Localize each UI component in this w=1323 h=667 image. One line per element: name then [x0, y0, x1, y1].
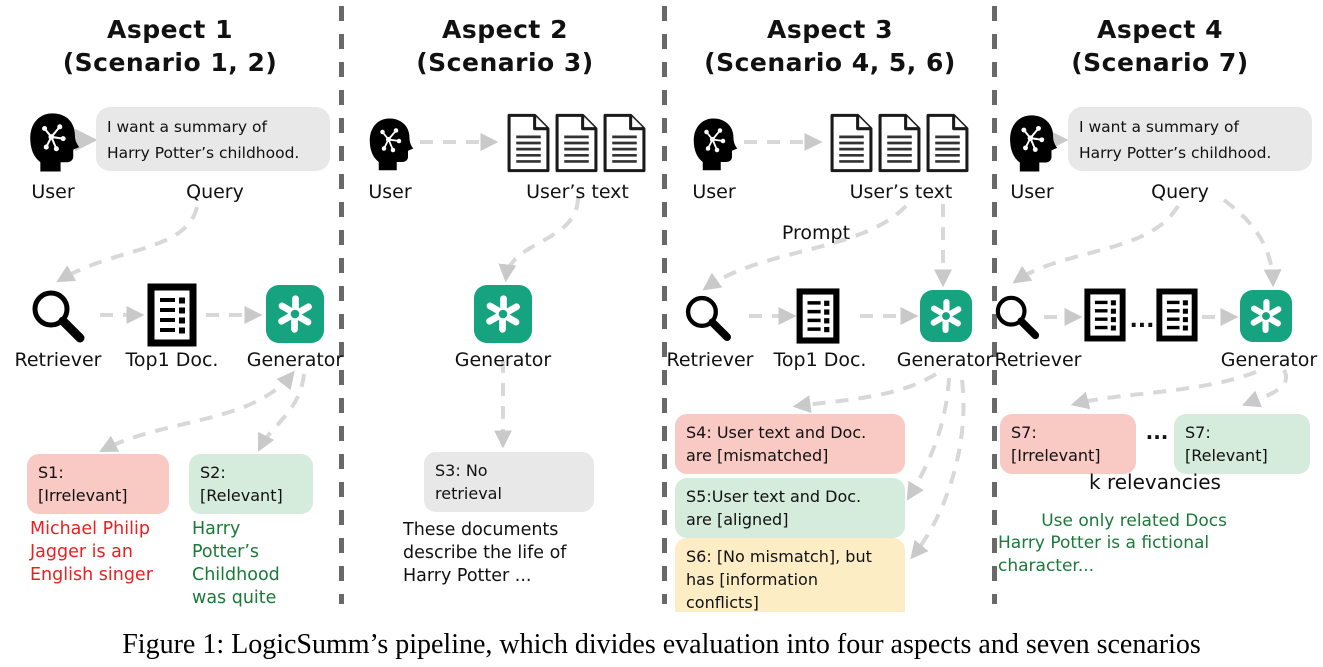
generator-label: Generator — [896, 349, 994, 371]
scenario2-example-text: Harry Potter’s Childhood was quite — [192, 519, 280, 609]
diagram-area: Aspect 1 (Scenario 1, 2) User I want a s… — [14, 6, 1318, 612]
document-page-icon — [602, 112, 647, 178]
generator-label: Generator — [1220, 349, 1318, 371]
scenario6-box: S6: [No mismatch], but has [information … — [675, 538, 905, 612]
query-label: Query — [1151, 181, 1209, 203]
aspect1-title-block: Aspect 1 (Scenario 1, 2) — [38, 14, 302, 79]
generator-openai-icon — [1240, 290, 1292, 342]
prompt-label: Prompt — [781, 222, 851, 244]
document-page-icon — [925, 112, 970, 178]
generator-openai-icon — [474, 285, 532, 343]
retriever-label: Retriever — [14, 349, 102, 371]
docs-ellipsis: ... — [1129, 308, 1155, 333]
aspect3-title-block: Aspect 3 (Scenario 4, 5, 6) — [688, 14, 972, 79]
s7-ellipsis: ... — [1145, 420, 1169, 444]
generator-openai-icon — [920, 290, 972, 342]
dashed-arrows — [56, 133, 1288, 560]
scenario5-box: S5:User text and Doc. are [aligned] — [675, 478, 905, 539]
users-text-label: User’s text — [526, 181, 629, 203]
scenario7-relevant-box: S7: [Relevant] — [1174, 414, 1310, 475]
aspect4-title-block: Aspect 4 (Scenario 7) — [1018, 14, 1302, 79]
users-text-label: User’s text — [849, 181, 953, 203]
retriever-icon — [28, 286, 88, 350]
query-bubble: I want a summary of Harry Potter’s child… — [96, 107, 330, 171]
aspect3-subtitle: (Scenario 4, 5, 6) — [704, 47, 956, 77]
user-label: User — [31, 181, 75, 203]
generator-label: Generator — [454, 349, 552, 371]
scenario3-example-text: These documents describe the life of Har… — [403, 520, 567, 587]
top1-doc-label: Top1 Doc. — [773, 349, 867, 371]
user-label: User — [368, 181, 412, 203]
retriever-icon — [992, 292, 1042, 346]
column-separator-3 — [992, 6, 997, 604]
aspect4-title: Aspect 4 — [1097, 15, 1223, 44]
generator-openai-icon — [266, 285, 324, 343]
document-list-icon — [796, 288, 840, 348]
aspect1-subtitle: (Scenario 1, 2) — [62, 47, 278, 77]
aspect2-title: Aspect 2 — [442, 15, 568, 44]
scenario4-box: S4: User text and Doc. are [mismatched] — [675, 414, 905, 475]
user-icon — [26, 110, 80, 178]
document-page-icon — [829, 112, 874, 178]
user-label: User — [1010, 181, 1054, 203]
scenario2-box: S2: [Relevant] — [189, 454, 313, 515]
user-icon — [1006, 112, 1058, 178]
aspect3-title: Aspect 3 — [767, 15, 893, 44]
k-relevancies-label: k relevancies — [1089, 470, 1221, 494]
scenario1-box: S1: [Irrelevant] — [27, 454, 169, 515]
document-list-icon — [1084, 288, 1126, 346]
figure-caption: Figure 1: LogicSumm’s pipeline, which di… — [122, 629, 1201, 660]
user-icon — [366, 114, 414, 178]
scenario3-box: S3: No retrieval — [424, 452, 594, 513]
scenario7-irrelevant-box: S7: [Irrelevant] — [1000, 414, 1136, 475]
aspect1-title: Aspect 1 — [107, 15, 233, 44]
user-icon — [690, 114, 738, 178]
retriever-label: Retriever — [666, 349, 754, 371]
query-label: Query — [186, 181, 244, 203]
query-bubble: I want a summary of Harry Potter’s child… — [1068, 107, 1312, 171]
user-label: User — [692, 181, 736, 203]
scenario7-example-text: Use only related Docs Harry Potter is a … — [998, 511, 1227, 576]
column-separator-2 — [662, 6, 667, 604]
document-page-icon — [877, 112, 922, 178]
retriever-label: Retriever — [994, 349, 1082, 371]
generator-label: Generator — [246, 349, 344, 371]
document-list-icon — [147, 283, 197, 351]
retriever-icon — [682, 292, 734, 348]
aspect4-subtitle: (Scenario 7) — [1071, 47, 1249, 77]
top1-doc-label: Top1 Doc. — [125, 349, 219, 371]
aspect2-title-block: Aspect 2 (Scenario 3) — [373, 14, 637, 79]
document-page-icon — [554, 112, 599, 178]
aspect2-subtitle: (Scenario 3) — [416, 47, 594, 77]
arrows-layer — [56, 128, 1288, 560]
document-list-icon — [1156, 288, 1198, 346]
scenario1-example-text: Michael Philip Jagger is an English sing… — [30, 519, 153, 586]
column-separator-1 — [339, 6, 344, 604]
document-page-icon — [506, 112, 551, 178]
